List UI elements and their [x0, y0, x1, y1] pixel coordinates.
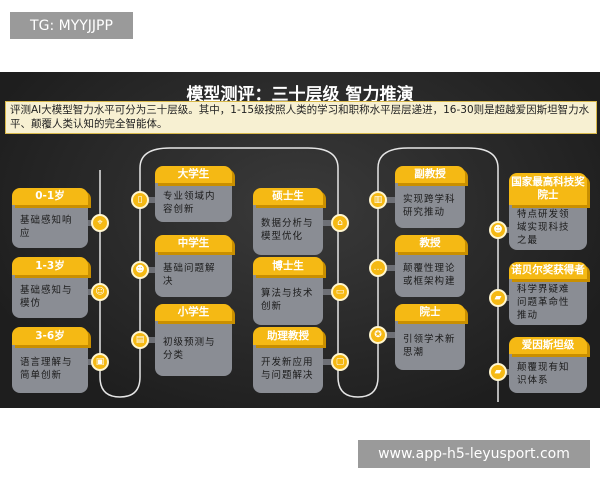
level-title: 国家最高科技奖院士	[509, 173, 587, 205]
level-description: 基础感知与模仿	[12, 275, 88, 318]
level-title: 3-6岁	[12, 327, 88, 345]
level-card: 3-6岁语言理解与简单创新	[12, 327, 88, 393]
level-card: 院士引领学术新思潮	[395, 304, 465, 370]
badge-icon: ✪	[369, 326, 387, 344]
level-card: 诺贝尔奖获得者科学界疑难问题革命性推动	[509, 262, 587, 325]
level-description: 基础问题解决	[155, 252, 232, 297]
level-description: 语言理解与简单创新	[12, 345, 88, 393]
connector	[321, 289, 340, 295]
level-description: 科学界疑难问题革命性推动	[509, 279, 587, 325]
connector	[321, 359, 340, 365]
phone-icon: ▯	[131, 191, 149, 209]
site-url-label: www.app-h5-leyusport.com	[358, 440, 590, 468]
level-description: 颠覆现有知识体系	[509, 354, 587, 393]
level-title: 硕士生	[253, 188, 323, 205]
level-card: 助理教授开发新应用与问题解决	[253, 327, 323, 393]
connector	[378, 265, 397, 271]
timeline-path	[99, 147, 499, 402]
level-description: 特点研发领域实现科技之最	[509, 205, 587, 250]
connector	[378, 332, 397, 338]
page-title: 模型测评：三十层级 智力推演	[186, 85, 414, 105]
level-card: 1-3岁基础感知与模仿	[12, 257, 88, 318]
level-title: 小学生	[155, 304, 232, 321]
folder-icon: ▰	[489, 363, 507, 381]
level-title: 助理教授	[253, 327, 323, 345]
document-icon: ▥	[369, 191, 387, 209]
infographic-panel: 模型测评：三十层级 智力推演 评测AI大模型智力水平可分为三十层级。其中，1-1…	[0, 72, 600, 408]
level-card: 0-1岁基础感知响应	[12, 188, 88, 248]
level-title: 教授	[395, 235, 465, 252]
level-title: 中学生	[155, 235, 232, 252]
level-title: 爱因斯坦级	[509, 337, 587, 354]
briefcase-icon: ▭	[331, 283, 349, 301]
level-card: 国家最高科技奖院士特点研发领域实现科技之最	[509, 173, 587, 250]
level-description: 专业领域内容创新	[155, 183, 232, 222]
folder-icon: ▰	[489, 289, 507, 307]
level-title: 副教授	[395, 166, 465, 183]
level-card: 硕士生数据分析与模型优化	[253, 188, 323, 255]
connector	[321, 220, 340, 226]
level-card: 教授颠覆性理论或框架构建	[395, 235, 465, 297]
level-card: 大学生专业领域内容创新	[155, 166, 232, 222]
level-title: 0-1岁	[12, 188, 88, 205]
level-description: 初级预测与分类	[155, 321, 232, 376]
level-card: 爱因斯坦级颠覆现有知识体系	[509, 337, 587, 393]
location-pin-icon: ⌖	[91, 214, 109, 232]
watermark-label: TG: MYYJJPP	[10, 12, 133, 39]
level-card: 小学生初级预测与分类	[155, 304, 232, 376]
user-icon: ☻	[489, 221, 507, 239]
level-title: 1-3岁	[12, 257, 88, 275]
image-icon: ▤	[131, 331, 149, 349]
level-description: 引领学术新思潮	[395, 321, 465, 370]
level-description: 开发新应用与问题解决	[253, 345, 323, 393]
user-icon: ☻	[131, 261, 149, 279]
network-icon: ⌂	[331, 214, 349, 232]
level-title: 博士生	[253, 257, 323, 275]
certificate-icon: ▣	[91, 353, 109, 371]
level-description: 颠覆性理论或框架构建	[395, 252, 465, 297]
level-card: 副教授实现跨学科研究推动	[395, 166, 465, 228]
level-description: 实现跨学科研究推动	[395, 183, 465, 228]
level-title: 诺贝尔奖获得者	[509, 262, 587, 279]
level-description: 算法与技术创新	[253, 275, 323, 325]
level-card: 中学生基础问题解决	[155, 235, 232, 297]
level-card: 博士生算法与技术创新	[253, 257, 323, 325]
level-title: 大学生	[155, 166, 232, 183]
level-description: 基础感知响应	[12, 205, 88, 248]
connector	[378, 197, 397, 203]
file-icon: ▢	[331, 353, 349, 371]
people-icon: ☺	[91, 283, 109, 301]
intro-banner: 评测AI大模型智力水平可分为三十层级。其中，1-15级按照人类的学习和职称水平层…	[5, 101, 597, 134]
level-title: 院士	[395, 304, 465, 321]
chat-icon: …	[369, 259, 387, 277]
level-description: 数据分析与模型优化	[253, 205, 323, 255]
